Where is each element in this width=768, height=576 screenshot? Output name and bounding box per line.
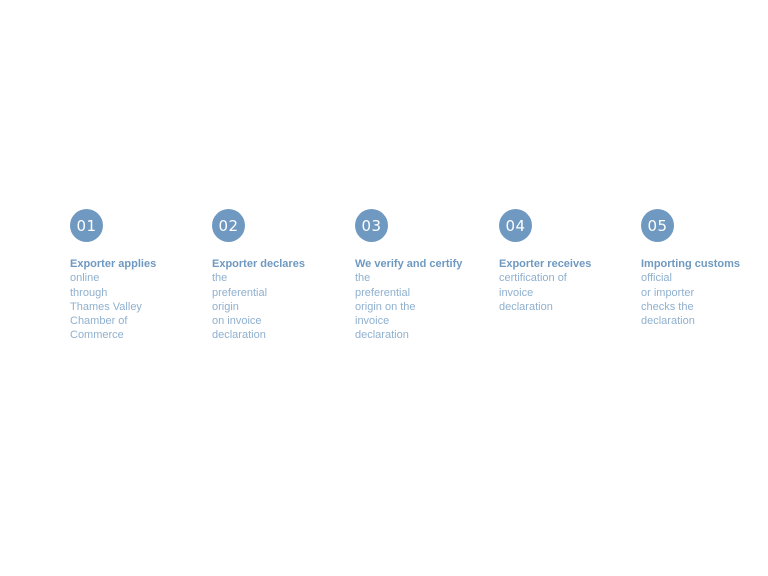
step-2: 02 Exporter declares the preferential or…: [212, 209, 322, 343]
step-4: 04 Exporter receives certification of in…: [499, 209, 609, 314]
step-description: Exporter applies online through Thames V…: [70, 258, 157, 342]
step-title: Exporter applies: [70, 258, 157, 270]
step-3: 03 We verify and certify the preferentia…: [355, 209, 465, 343]
step-description: Exporter receives certification of invoi…: [499, 258, 592, 313]
step-title: Importing customs: [641, 258, 741, 270]
step-number-badge: 04: [499, 209, 532, 242]
step-title: We verify and certify: [355, 258, 463, 270]
step-5: 05 Importing customs official or importe…: [641, 209, 751, 328]
step-number-badge: 02: [212, 209, 245, 242]
step-description: We verify and certify the preferential o…: [355, 258, 463, 342]
step-description: Exporter declares the preferential origi…: [212, 258, 305, 342]
step-1: 01 Exporter applies online through Thame…: [70, 209, 180, 343]
step-number-badge: 03: [355, 209, 388, 242]
step-description: Importing customs official or importer c…: [641, 258, 741, 328]
step-title: Exporter receives: [499, 258, 592, 270]
step-number-badge: 05: [641, 209, 674, 242]
step-title: Exporter declares: [212, 258, 305, 270]
step-number-badge: 01: [70, 209, 103, 242]
